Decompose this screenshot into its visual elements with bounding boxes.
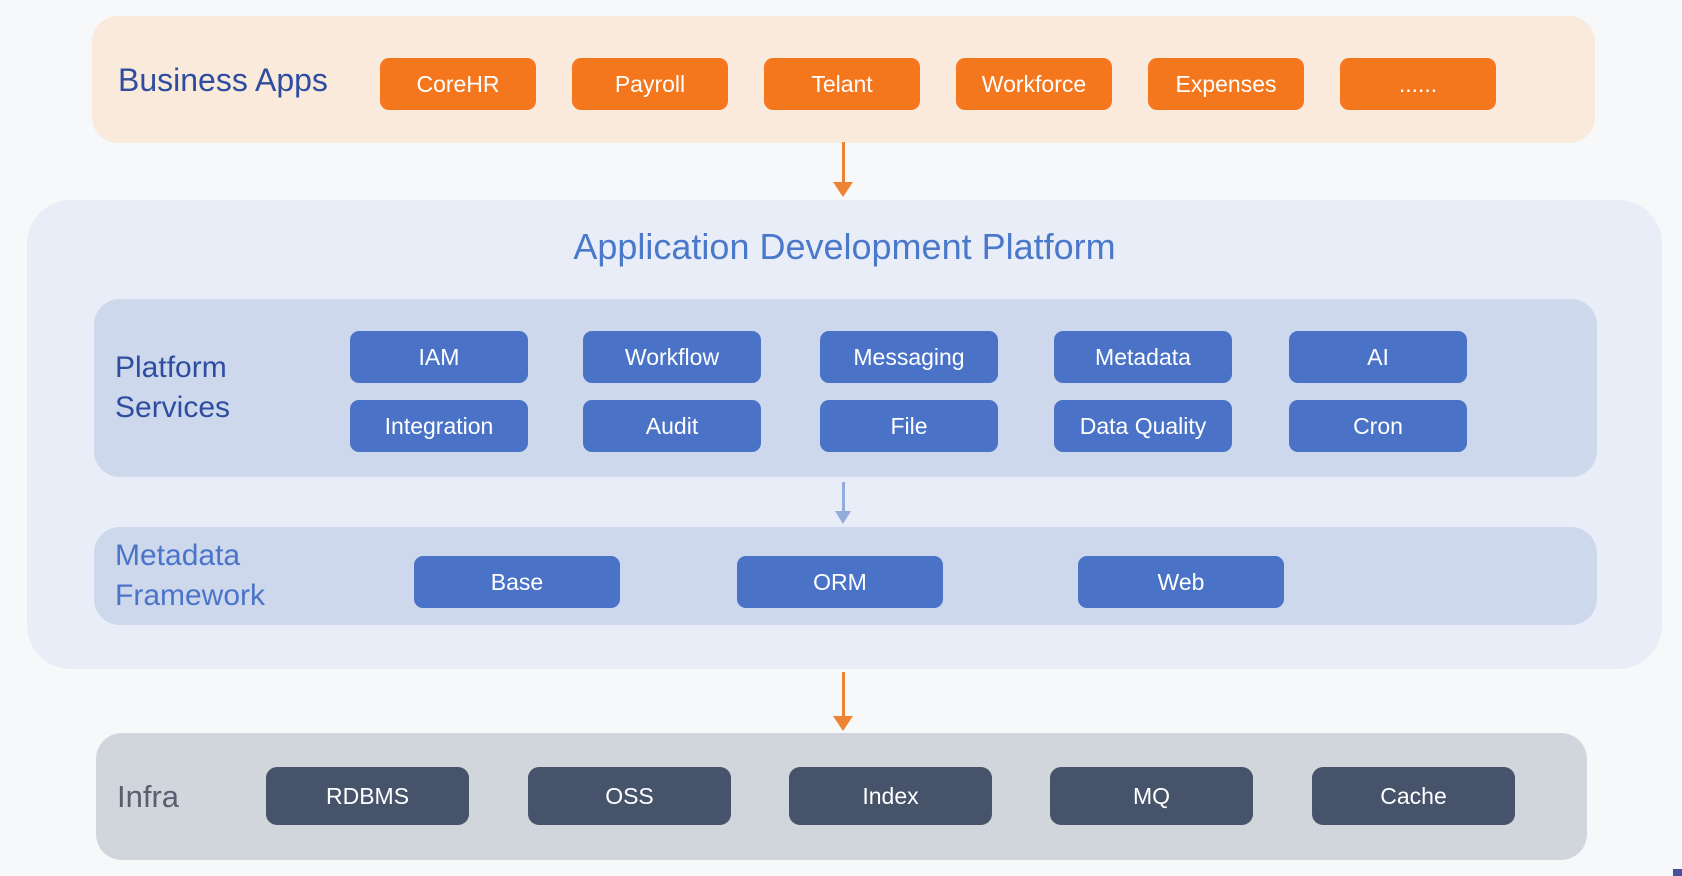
chip-ai: AI xyxy=(1289,331,1467,383)
metadata-framework-box: Metadata Framework Base ORM Web xyxy=(94,527,1597,625)
chip-cache: Cache xyxy=(1312,767,1515,825)
corner-mark xyxy=(1673,869,1682,876)
chip-workflow: Workflow xyxy=(583,331,761,383)
metadata-framework-label: Metadata Framework xyxy=(115,539,266,612)
chip-rdbms: RDBMS xyxy=(266,767,469,825)
chip-file: File xyxy=(820,400,998,452)
chip-index: Index xyxy=(789,767,992,825)
chip-audit: Audit xyxy=(583,400,761,452)
platform-services-label: Platform Services xyxy=(115,351,231,424)
chip-orm: ORM xyxy=(737,556,943,608)
chip-payroll: Payroll xyxy=(572,58,728,110)
chip-expenses: Expenses xyxy=(1148,58,1304,110)
chip-ellipsis: ...... xyxy=(1340,58,1496,110)
business-apps-label: Business Apps xyxy=(118,61,328,98)
chip-telant: Telant xyxy=(764,58,920,110)
chip-integration: Integration xyxy=(350,400,528,452)
chip-web: Web xyxy=(1078,556,1284,608)
chip-corehr: CoreHR xyxy=(380,58,536,110)
chip-workforce: Workforce xyxy=(956,58,1112,110)
chip-messaging: Messaging xyxy=(820,331,998,383)
chip-cron: Cron xyxy=(1289,400,1467,452)
chip-mq: MQ xyxy=(1050,767,1253,825)
chip-metadata: Metadata xyxy=(1054,331,1232,383)
application-development-platform-section: Application Development Platform Platfor… xyxy=(27,200,1662,669)
business-apps-section: Business Apps CoreHR Payroll Telant Work… xyxy=(92,16,1595,143)
infra-label: Infra xyxy=(117,778,180,814)
chip-data-quality: Data Quality xyxy=(1054,400,1232,452)
platform-services-box: Platform Services IAM Workflow Messaging… xyxy=(94,299,1597,477)
chip-oss: OSS xyxy=(528,767,731,825)
platform-title: Application Development Platform xyxy=(573,226,1116,267)
chip-base: Base xyxy=(414,556,620,608)
chip-iam: IAM xyxy=(350,331,528,383)
infra-section: Infra RDBMS OSS Index MQ Cache xyxy=(96,733,1587,860)
